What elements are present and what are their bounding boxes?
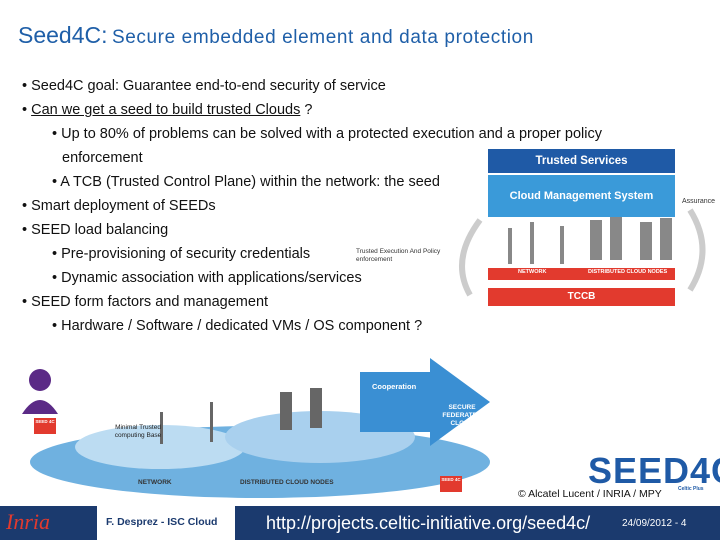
bullet-sub-3: • Pre-provisioning of security credentia…	[52, 246, 311, 262]
trust-diagram-graphic	[459, 208, 706, 297]
author-box	[97, 506, 235, 540]
inria-logo: Inria	[6, 509, 50, 534]
assurance-label: Assurance	[682, 198, 716, 205]
bullet-sub-5: • Hardware / Software / dedicated VMs / …	[52, 318, 423, 334]
cms-box: Cloud Management System	[488, 175, 675, 217]
network-label-bottom: NETWORK	[138, 479, 172, 486]
celtic-logo: Celtic Plus	[678, 486, 704, 492]
seed-tag-right: SEED 4C	[440, 476, 462, 492]
bullet-goal: • Seed4C goal: Guarantee end-to-end secu…	[22, 78, 386, 94]
bullet-sub-1-cont: enforcement	[62, 150, 143, 166]
seed-tag-left: SEED 4C	[34, 418, 56, 434]
bullet-deploy: • Smart deployment of SEEDs	[22, 198, 216, 214]
network-bar	[488, 268, 675, 280]
bullet-sub-4: • Dynamic association with applications/…	[52, 270, 362, 286]
title-main: Seed4C:	[18, 22, 108, 48]
bullet-goal-label: • Seed4C goal	[22, 78, 115, 94]
secure-federated-label: SECURE FEDERATED CLOUD	[442, 404, 482, 427]
minimal-tcb-label: Minimal Trusted computing Base	[114, 424, 162, 439]
project-url-link[interactable]: http://projects.celtic-initiative.org/se…	[266, 513, 591, 533]
dcn-label-bottom: DISTRIBUTED CLOUD NODES	[240, 479, 334, 486]
question-link[interactable]: Can we get a seed to build trusted Cloud…	[31, 102, 301, 118]
dcn-label: DISTRIBUTED CLOUD NODES	[588, 269, 668, 275]
bullet-sub-2: • A TCB (Trusted Control Plane) within t…	[52, 174, 440, 190]
slide-date: 24/09/2012 - 4	[622, 518, 687, 529]
bullet-question: • Can we get a seed to build trusted Clo…	[22, 102, 312, 118]
cloud-diagram-graphic	[22, 358, 490, 498]
network-label: NETWORK	[518, 269, 547, 275]
cooperation-label: Cooperation	[372, 382, 417, 391]
bullet-sub-1: • Up to 80% of problems can be solved wi…	[52, 126, 602, 142]
copyright-text: © Alcatel Lucent / INRIA / MPY	[518, 488, 662, 500]
bullet-form: • SEED form factors and management	[22, 294, 269, 310]
question-mark: ?	[300, 102, 313, 118]
trusted-services-box: Trusted Services	[488, 149, 675, 173]
bullet-marker: •	[22, 102, 32, 118]
author-text: F. Desprez - ISC Cloud	[106, 516, 218, 528]
title-rest: Secure embedded element and data protect…	[111, 27, 534, 48]
tccb-box: TCCB	[488, 288, 675, 306]
page-title: Seed4C: Secure embedded element and data…	[18, 22, 534, 49]
bullet-load: • SEED load balancing	[22, 222, 169, 238]
tep-label: Trusted Execution And Policy enforcement	[356, 248, 441, 263]
bullet-goal-text: : Guarantee end-to-end security of servi…	[114, 78, 386, 94]
